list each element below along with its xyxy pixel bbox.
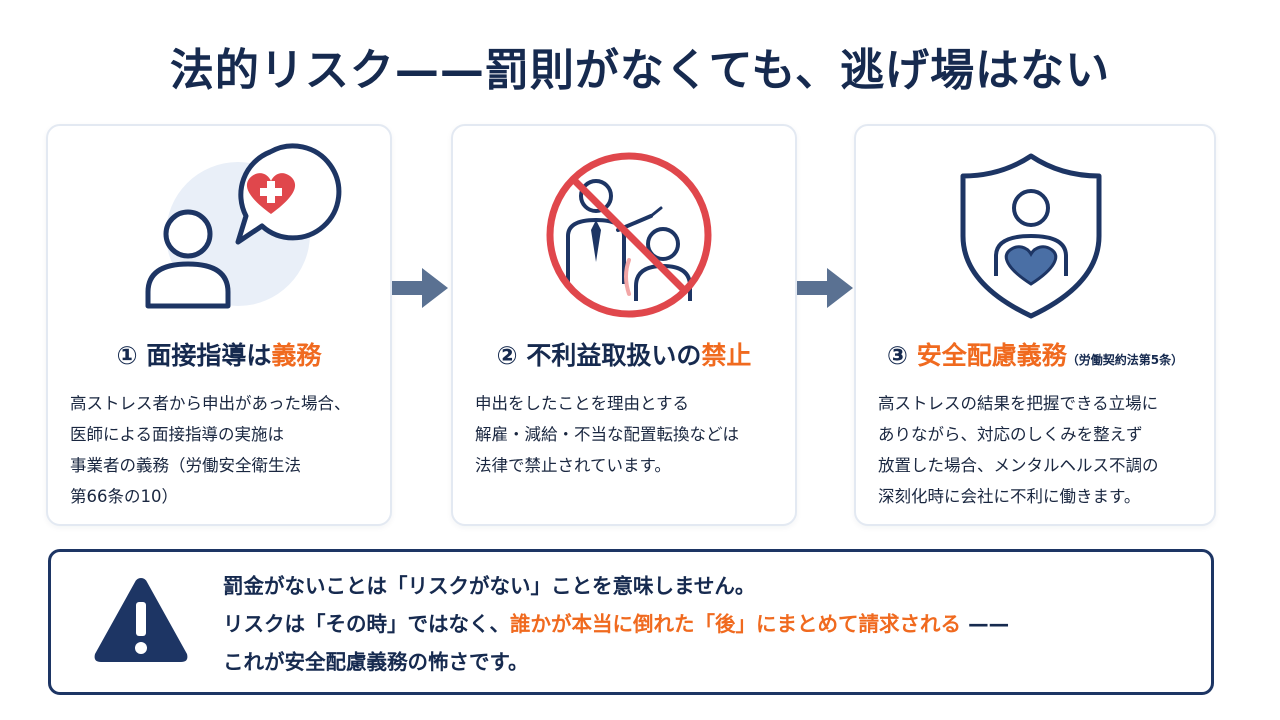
body-line: 解雇・減給・不当な配置転換などは	[475, 425, 739, 444]
shield-heart-icon	[856, 126, 1214, 326]
card-interview-duty: ① 面接指導は義務 高ストレス者から申出があった場合、 医師による面接指導の実施…	[46, 124, 392, 526]
card-heading: ② 不利益取扱いの禁止	[496, 341, 752, 370]
card-safety-consideration-duty: ③ 安全配慮義務（労働契約法第5条） 高ストレスの結果を把握できる立場に ありな…	[854, 124, 1216, 526]
body-line: 深刻化時に会社に不利に働きます。	[878, 487, 1141, 506]
warning-line: これが安全配慮義務の怖さです。	[223, 650, 529, 674]
card-unfair-treatment-prohibition: ② 不利益取扱いの禁止 申出をしたことを理由とする 解雇・減給・不当な配置転換な…	[451, 124, 797, 526]
body-line: 放置した場合、メンタルヘルス不調の	[878, 456, 1159, 475]
counseling-heart-icon	[48, 126, 390, 326]
warning-text: 罰金がないことは「リスクがない」ことを意味しません。 リスクは「その時」ではなく…	[223, 567, 1009, 681]
arrow-right-icon	[390, 266, 452, 310]
body-line: 法律で禁止されています。	[475, 456, 671, 475]
prohibited-unfair-treatment-icon	[453, 126, 795, 326]
body-line: 第66条の10）	[70, 487, 178, 506]
body-line: 高ストレスの結果を把握できる立場に	[878, 394, 1159, 413]
card-body: 高ストレス者から申出があった場合、 医師による面接指導の実施は 事業者の義務（労…	[70, 388, 376, 512]
warning-callout: 罰金がないことは「リスクがない」ことを意味しません。 リスクは「その時」ではなく…	[48, 549, 1214, 695]
card-body: 申出をしたことを理由とする 解雇・減給・不当な配置転換などは 法律で禁止されてい…	[475, 388, 781, 481]
card-heading: ③ 安全配慮義務（労働契約法第5条）	[886, 341, 1184, 370]
body-line: 医師による面接指導の実施は	[70, 425, 285, 444]
body-line: 事業者の義務（労働安全衛生法	[70, 456, 301, 475]
body-line: 高ストレス者から申出があった場合、	[70, 394, 351, 413]
arrow-right-icon	[795, 266, 857, 310]
page-title: 法的リスク——罰則がなくても、逃げ場はない	[169, 45, 1111, 96]
card-heading: ① 面接指導は義務	[116, 341, 322, 370]
body-line: ありながら、対応のしくみを整えず	[878, 425, 1143, 444]
body-line: 申出をしたことを理由とする	[475, 394, 690, 413]
warning-line: 罰金がないことは「リスクがない」ことを意味しません。	[223, 574, 756, 598]
warning-line: リスクは「その時」ではなく、誰かが本当に倒れた「後」にまとめて請求される ——	[223, 612, 1010, 636]
warning-icon	[91, 574, 191, 666]
card-body: 高ストレスの結果を把握できる立場に ありながら、対応のしくみを整えず 放置した場…	[878, 388, 1200, 512]
